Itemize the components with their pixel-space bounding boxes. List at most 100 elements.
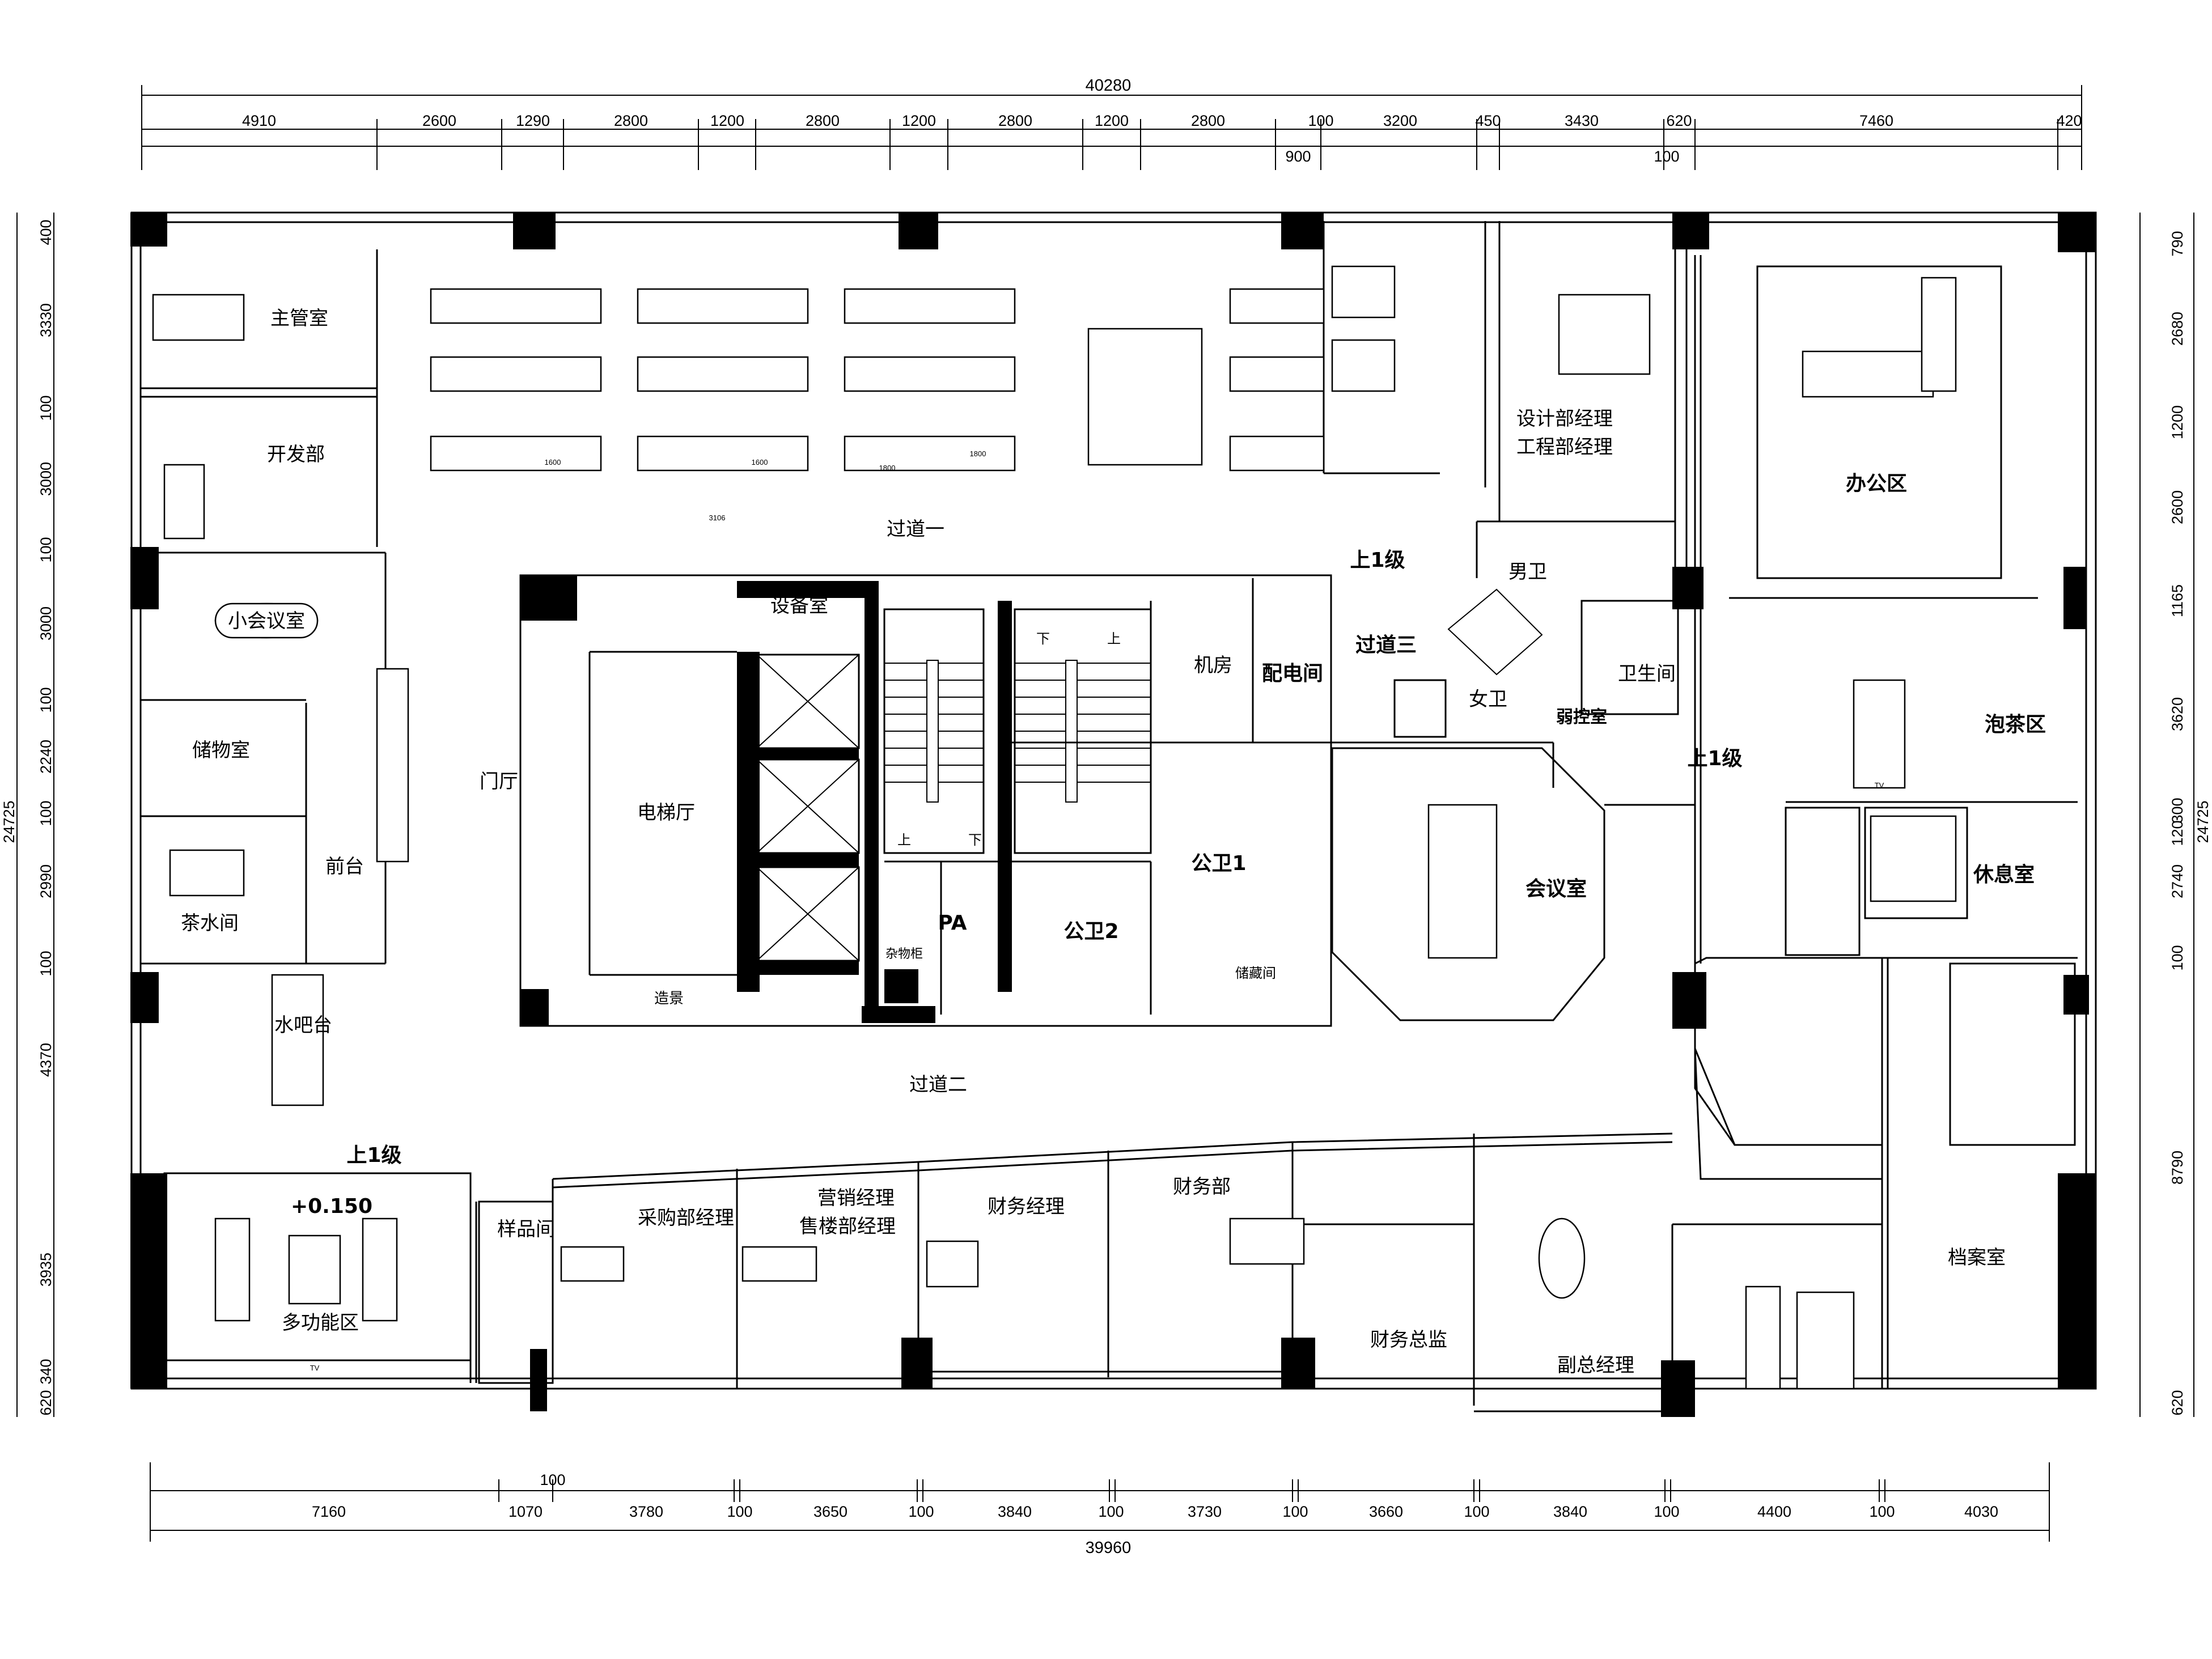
- left-dim-9: 100: [37, 800, 54, 826]
- right-dim-8: 120: [2169, 820, 2186, 846]
- top-dim-7: 1200: [902, 112, 936, 129]
- right-dim-6: 3620: [2169, 697, 2186, 731]
- top-dimension-chain: 40280 4910 2600 1290 2800 1200 2800 1200…: [141, 77, 2082, 170]
- label-nanwei: 男卫: [1508, 561, 1547, 583]
- label-desk-1600b: 1600: [752, 458, 768, 466]
- label-dangan: 档案室: [1948, 1246, 2006, 1269]
- bottom-sub-dim-1: 100: [540, 1471, 565, 1488]
- label-zhuguan: 主管室: [270, 307, 328, 330]
- label-stair-down-2: 下: [1036, 631, 1050, 647]
- label-yingxiao: 营销经理: [817, 1187, 895, 1210]
- left-dim-13: 3935: [37, 1253, 54, 1287]
- label-ruokong: 弱控室: [1556, 707, 1607, 727]
- bottom-dim-9: 3730: [1188, 1503, 1222, 1520]
- label-shangji-top: 上1级: [1350, 549, 1405, 572]
- label-xiaohuiyi: 小会议室: [228, 610, 305, 633]
- label-pa: PA: [938, 911, 967, 935]
- top-dim-1: 4910: [242, 112, 276, 129]
- label-caiwuzongjian: 财务总监: [1370, 1329, 1447, 1351]
- right-dim-2: 2680: [2169, 312, 2186, 346]
- top-dim-8: 2800: [998, 112, 1032, 129]
- label-yangpin: 样品间: [497, 1218, 555, 1241]
- top-dim-11: 100: [1308, 112, 1333, 129]
- left-dim-14: 340: [37, 1359, 54, 1384]
- left-dim-6: 3000: [37, 606, 54, 640]
- bottom-dim-16: 100: [1869, 1503, 1895, 1520]
- top-dim-6: 2800: [806, 112, 840, 129]
- top-dim-9: 1200: [1095, 112, 1129, 129]
- label-elevation: +0.150: [291, 1195, 372, 1218]
- left-dim-2: 3330: [37, 303, 54, 337]
- label-huiyishi: 会议室: [1525, 877, 1587, 901]
- label-guodao2: 过道二: [909, 1074, 967, 1096]
- label-caiwujingli: 财务经理: [988, 1195, 1065, 1218]
- top-dim-3: 1290: [516, 112, 550, 129]
- top-dim-13: 450: [1475, 112, 1501, 129]
- right-dim-3: 1200: [2169, 405, 2186, 439]
- right-dimension-chain: 790 2680 1200 2600 1165 3620 300 120 274…: [2139, 213, 2211, 1417]
- top-dim-15: 620: [1666, 112, 1692, 129]
- label-sheji: 设计部经理: [1516, 408, 1613, 430]
- label-stair-up-2: 上: [1107, 631, 1121, 647]
- label-shangji-left: 上1级: [346, 1144, 401, 1167]
- label-tv-right: TV: [1875, 781, 1884, 790]
- label-tv-left: TV: [310, 1364, 320, 1372]
- label-desk-1600a: 1600: [545, 458, 561, 466]
- right-dim-1: 790: [2169, 231, 2186, 256]
- label-kaifa: 开发部: [267, 443, 325, 466]
- label-guodao3: 过道三: [1355, 634, 1417, 657]
- exterior-walls: [130, 211, 2097, 1417]
- label-stair-up-1: 上: [897, 832, 911, 848]
- label-duogongneng: 多功能区: [282, 1312, 359, 1334]
- bottom-dim-5: 3650: [813, 1503, 847, 1520]
- left-dim-7: 100: [37, 687, 54, 712]
- top-dim-5: 1200: [710, 112, 744, 129]
- label-zaojing: 造景: [654, 990, 684, 1007]
- left-dim-15: 620: [37, 1390, 54, 1415]
- top-sub-dim-2: 100: [1654, 148, 1679, 165]
- top-total-dim: 40280: [1086, 77, 1132, 95]
- label-shangji-right: 上1级: [1687, 747, 1742, 770]
- label-fuzong: 副总经理: [1557, 1354, 1634, 1377]
- bottom-dim-17: 4030: [1964, 1503, 1998, 1520]
- label-guodao1: 过道一: [887, 518, 944, 541]
- top-dim-14: 3430: [1565, 112, 1599, 129]
- right-dim-10: 100: [2169, 945, 2186, 970]
- label-chuwu: 储物室: [192, 739, 250, 762]
- top-sub-dim-1: 900: [1285, 148, 1311, 165]
- left-dim-11: 100: [37, 951, 54, 976]
- bottom-dim-2: 1070: [508, 1503, 543, 1520]
- bottom-dim-8: 100: [1098, 1503, 1124, 1520]
- top-dim-16: 7460: [1859, 112, 1893, 129]
- label-shebei: 设备室: [770, 595, 828, 617]
- left-dim-5: 100: [37, 537, 54, 562]
- bottom-dim-14: 100: [1654, 1503, 1679, 1520]
- label-nvwei: 女卫: [1469, 688, 1507, 711]
- label-shoulou: 售楼部经理: [799, 1215, 896, 1238]
- bottom-dim-3: 3780: [629, 1503, 663, 1520]
- bottom-total-dim: 39960: [1086, 1539, 1132, 1557]
- label-caigou: 采购部经理: [638, 1207, 734, 1229]
- small-meeting-table: [214, 602, 319, 639]
- top-dim-2: 2600: [422, 112, 456, 129]
- bottom-dim-11: 3660: [1369, 1503, 1403, 1520]
- right-dim-9: 2740: [2169, 864, 2186, 898]
- bottom-dim-4: 100: [727, 1503, 752, 1520]
- label-zawugui: 杂物柜: [885, 947, 923, 961]
- bottom-dim-7: 3840: [998, 1503, 1032, 1520]
- right-dim-5: 1165: [2169, 584, 2186, 617]
- label-chucang: 储藏间: [1235, 965, 1276, 981]
- label-qiantai: 前台: [325, 855, 364, 878]
- label-xiuxi: 休息室: [1973, 863, 2035, 886]
- right-dim-4: 2600: [2169, 490, 2186, 524]
- label-desk-1800a: 1800: [879, 464, 896, 472]
- right-dim-11: 8790: [2169, 1151, 2186, 1185]
- left-dim-10: 2990: [37, 864, 54, 898]
- bottom-dim-10: 100: [1282, 1503, 1308, 1520]
- right-dim-7: 300: [2169, 797, 2186, 823]
- left-total-dim: 24725: [1, 800, 18, 843]
- top-dim-10: 2800: [1191, 112, 1225, 129]
- interior-partitions: [141, 221, 2078, 1412]
- label-gongwei2: 公卫2: [1063, 920, 1118, 943]
- left-dim-1: 400: [37, 219, 54, 245]
